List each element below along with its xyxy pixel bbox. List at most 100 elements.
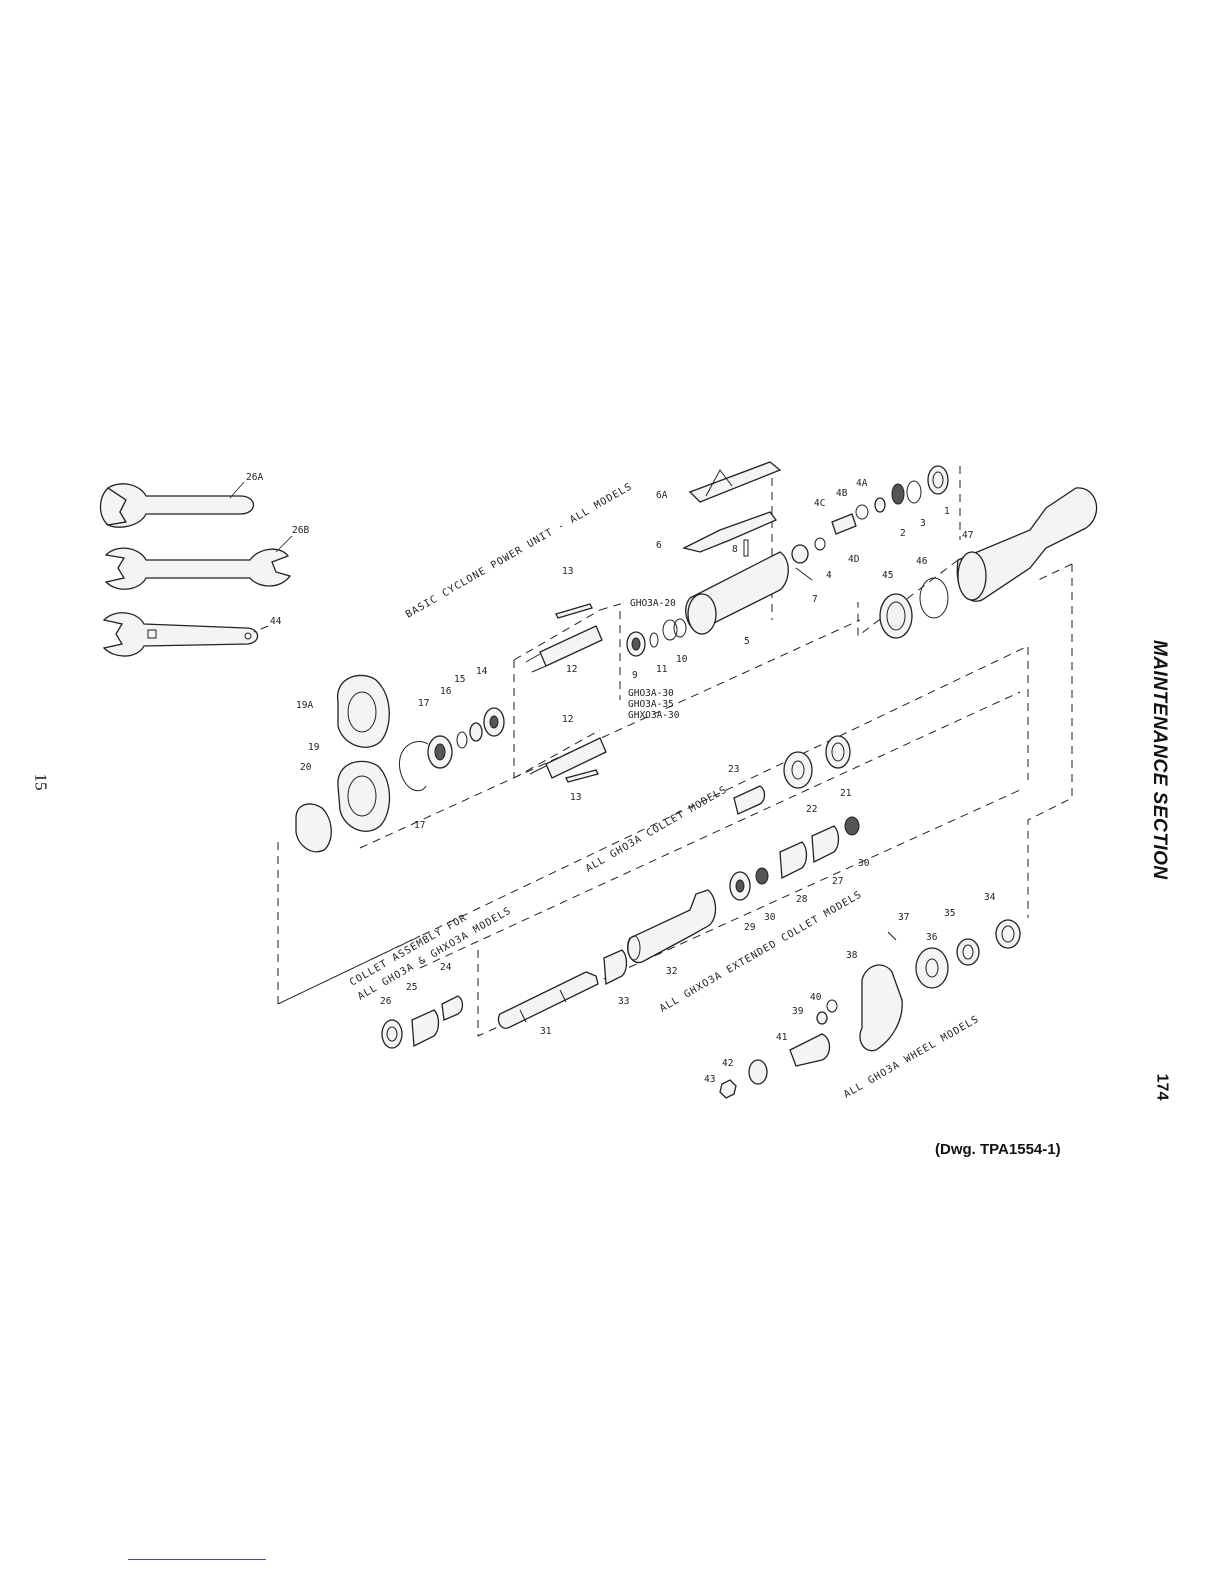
wheel-guard-38: 38 — [846, 950, 903, 1052]
wrench-44: 44 — [102, 612, 282, 657]
collet-nut-25: 25 — [406, 982, 440, 1048]
pin-7: 7 — [795, 567, 818, 605]
callout-15: 15 — [454, 674, 465, 685]
inlet-bushing-1: 1 — [927, 465, 950, 517]
wrench-26B: 26B — [104, 525, 309, 590]
callout-22: 22 — [806, 804, 817, 815]
callout-42: 42 — [722, 1058, 733, 1069]
label-collet-assembly-2: ALL GHO3A & GHXO3A MODELS — [356, 905, 514, 1002]
bearing-29: 29 — [729, 871, 756, 933]
exhaust-ring-45: 45 — [879, 570, 913, 639]
guard-19A: 19A — [296, 674, 390, 748]
callout-24: 24 — [440, 962, 452, 973]
callout-41: 41 — [776, 1032, 788, 1043]
screw-37: 37 — [887, 912, 909, 941]
callout-4: 4 — [826, 570, 832, 581]
callout-8: 8 — [732, 544, 738, 555]
screen-2: 2 — [891, 483, 906, 539]
callout-19: 19 — [308, 742, 320, 753]
callout-32: 32 — [666, 966, 677, 977]
collet-nut-21: 21 — [825, 735, 852, 799]
nut-43: 43 — [704, 1074, 737, 1099]
drawing-caption: (Dwg. TPA1554-1) — [935, 1141, 1061, 1158]
label-power-unit: BASIC CYCLONE POWER UNIT - ALL MODELS — [404, 481, 634, 620]
motor-housing-5: 5 — [685, 551, 789, 647]
flange-36: 36 — [915, 932, 949, 989]
callout-14: 14 — [476, 666, 488, 677]
callout-29: 29 — [744, 922, 756, 933]
callout-26A: 26A — [246, 472, 263, 483]
arbor-41: 41 — [776, 1032, 831, 1067]
label-rotor-variant-lower-1: GHO3A-30 — [628, 688, 674, 699]
valve-stem-4C: 4C — [814, 498, 857, 535]
callout-2: 2 — [900, 528, 906, 539]
spacer-28: 28 — [779, 841, 808, 905]
callout-7: 7 — [812, 594, 818, 605]
callout-31: 31 — [540, 1026, 552, 1037]
guard-19: 19 — [308, 742, 391, 832]
vane-13-lower: 13 — [565, 769, 599, 803]
nut-30-upper: 30 — [844, 816, 870, 869]
collet-nut-26: 26 — [380, 996, 403, 1049]
wrench-26A: 26A — [99, 472, 263, 528]
callout-46: 46 — [916, 556, 928, 567]
callout-16: 16 — [440, 686, 452, 697]
callout-12-lower: 12 — [562, 714, 573, 725]
bushing-4: 4 — [791, 544, 832, 581]
spacer-27: 27 — [811, 825, 843, 887]
callout-6: 6 — [656, 540, 662, 551]
sleeve-33: 33 — [603, 949, 629, 1007]
end-plate-14: 14 — [476, 666, 505, 737]
pin-8: 8 — [732, 539, 749, 557]
callout-27: 27 — [832, 876, 843, 887]
callout-30-lower: 30 — [764, 912, 776, 923]
bearing-17: 17 — [418, 698, 453, 769]
callout-4D: 4D — [848, 554, 860, 565]
screw-39: 39 — [792, 1006, 828, 1025]
callout-19A: 19A — [296, 700, 313, 711]
seal-10: 10 — [662, 618, 688, 665]
callout-37: 37 — [898, 912, 909, 923]
rotor-12-lower: 12 GHO3A-30 GHO3A-35 GHXO3A-30 — [529, 688, 680, 779]
spacer-11: 11 — [649, 632, 668, 675]
callout-13-lower: 13 — [570, 792, 581, 803]
callout-45: 45 — [882, 570, 893, 581]
callout-11: 11 — [656, 664, 668, 675]
callout-6A: 6A — [656, 490, 668, 501]
assembly-line-inlet — [771, 466, 961, 638]
callout-13-upper: 13 — [562, 566, 573, 577]
callout-10: 10 — [676, 654, 688, 665]
spring-4B: 4B — [836, 488, 869, 520]
label-rotor-variant-upper: GHO3A-20 — [630, 598, 676, 609]
seal-16: 16 — [440, 686, 468, 749]
label-rotor-variant-lower-3: GHXO3A-30 — [628, 710, 680, 721]
vane-13-upper: 13 — [555, 566, 593, 619]
callout-12-upper: 12 — [566, 664, 577, 675]
boot-20: 20 — [295, 762, 332, 853]
rotor-12-upper: 12 GHO3A-20 — [525, 598, 676, 675]
oring-4D: 4D — [814, 537, 860, 565]
label-rotor-variant-lower-2: GHO3A-35 — [628, 699, 674, 710]
assembly-line-housing — [1027, 563, 1073, 918]
lever-6A: 6A — [656, 461, 782, 503]
assembly-line-power — [513, 603, 621, 779]
callout-26B: 26B — [292, 525, 309, 536]
assembly-line-collet-outer — [277, 645, 1029, 1005]
callout-38: 38 — [846, 950, 858, 961]
callout-23: 23 — [728, 764, 739, 775]
callout-26: 26 — [380, 996, 392, 1007]
callout-40: 40 — [810, 992, 822, 1003]
callout-17-lower: 17 — [414, 820, 425, 831]
spindle-31: 31 — [497, 971, 599, 1037]
seal-3: 3 — [906, 480, 926, 529]
callout-25: 25 — [406, 982, 417, 993]
callout-28: 28 — [796, 894, 808, 905]
callout-36: 36 — [926, 932, 938, 943]
collet-flange-22: 22 — [783, 751, 817, 815]
clip-17: 17 — [398, 741, 429, 831]
assembly-line-collet-models — [359, 619, 1021, 1037]
callout-3: 3 — [920, 518, 926, 529]
callout-9: 9 — [632, 670, 638, 681]
oring-46: 46 — [916, 556, 949, 619]
